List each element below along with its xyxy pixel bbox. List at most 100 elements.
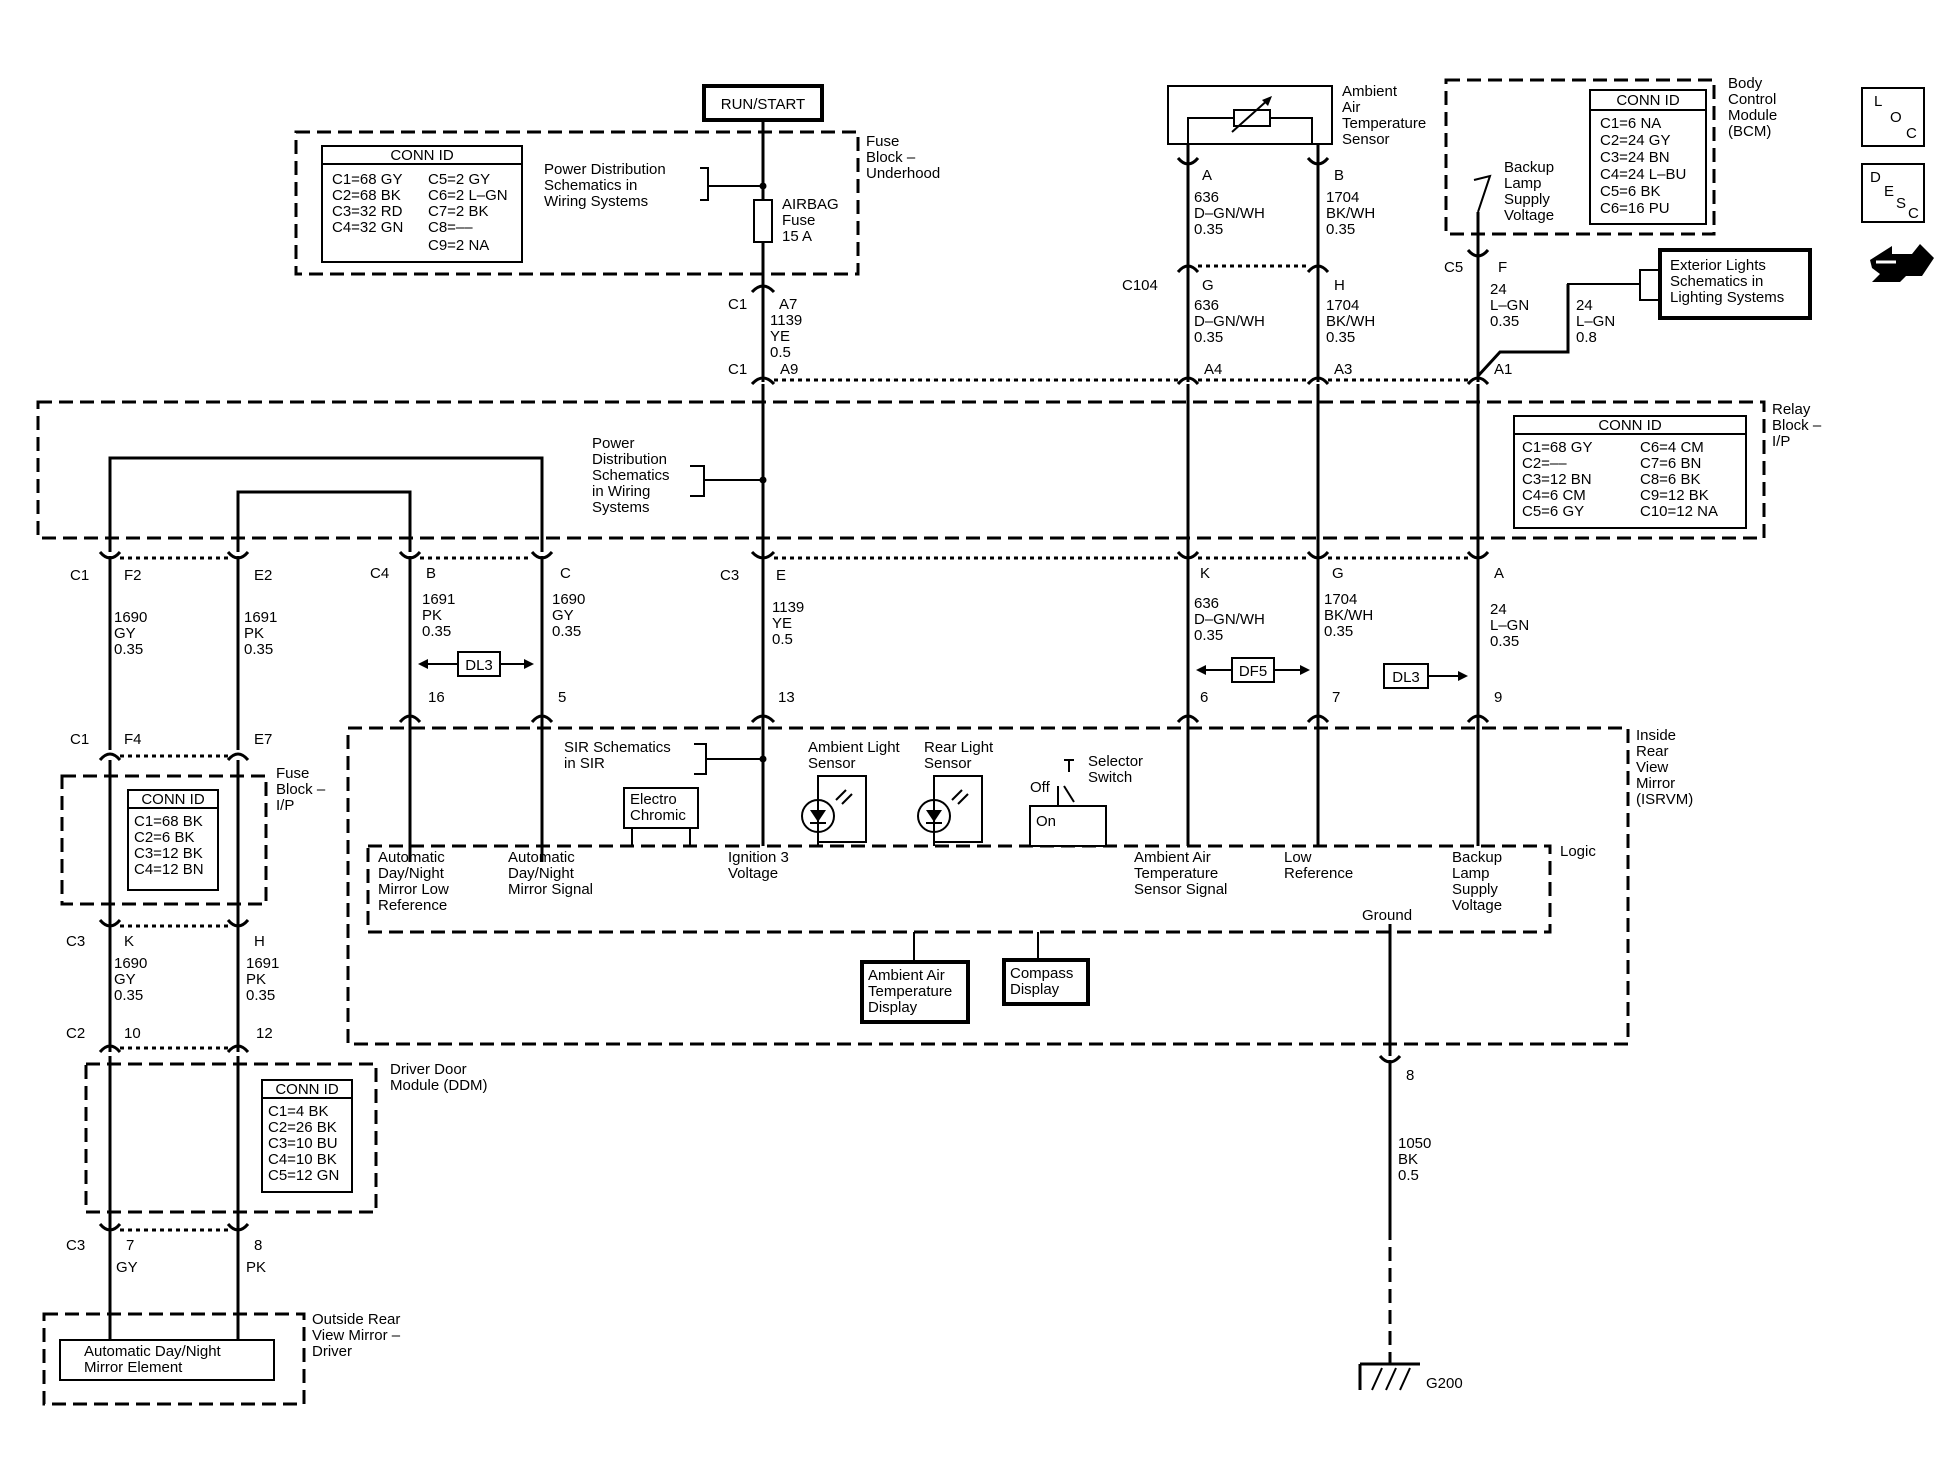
pin-label: C3	[66, 1237, 85, 1254]
conn-id-table-underhood	[321, 145, 523, 263]
fuse-underhood-title-1: Fuse	[866, 133, 899, 150]
wire-label: D–GN/WH	[1194, 205, 1265, 222]
pin-label: C3	[720, 567, 739, 584]
conn-entry: C9=12 BK	[1640, 487, 1709, 504]
pin-label: 10	[124, 1025, 141, 1042]
wire-label: 1704	[1326, 189, 1359, 206]
pin-label: C1	[70, 731, 89, 748]
pin-label: 8	[1406, 1067, 1414, 1084]
conn-entry: C7=6 BN	[1640, 455, 1701, 472]
relay-title: Relay	[1772, 401, 1811, 418]
wire-label: GY	[116, 1259, 138, 1276]
desc-letter: E	[1884, 183, 1894, 200]
bcm-title: (BCM)	[1728, 123, 1771, 140]
loc-icon[interactable]	[1861, 87, 1925, 147]
isrvm-title: View	[1636, 759, 1668, 776]
logic-signal-label: Reference	[1284, 865, 1353, 882]
conn-id-header: CONN ID	[1598, 417, 1662, 434]
desc-icon[interactable]	[1861, 163, 1925, 223]
logic-signal-label: Low	[1284, 849, 1312, 866]
selector-label: Switch	[1088, 769, 1132, 786]
wire-label: GY	[552, 607, 574, 624]
exterior-lights-box	[1658, 248, 1812, 320]
backup-label: Voltage	[1504, 207, 1554, 224]
wire-label: 1050	[1398, 1135, 1431, 1152]
pin-label: E	[776, 567, 786, 584]
ground-g200-label: G200	[1426, 1375, 1463, 1392]
logic-signal-label: Voltage	[728, 865, 778, 882]
conn-entry: C10=12 NA	[1640, 503, 1718, 520]
pin-label: F4	[124, 731, 142, 748]
conn-entry: C5=2 GY	[428, 171, 490, 188]
logic-signal-label: Day/Night	[378, 865, 445, 882]
rear-light-label: Sensor	[924, 755, 972, 772]
off-label: Off	[1030, 779, 1051, 796]
fuse-block-ip	[60, 774, 268, 906]
conn-entry: C1=68 GY	[332, 171, 402, 188]
conn-entry: C4=10 BK	[268, 1151, 337, 1168]
logic-label: Logic	[1560, 843, 1596, 860]
pin-label: 7	[1332, 689, 1340, 706]
conn-id-header: CONN ID	[390, 147, 454, 164]
display-label: Compass	[1010, 965, 1073, 982]
connector-icon[interactable]	[1870, 244, 1934, 282]
wire-label: 636	[1194, 595, 1219, 612]
fuse-label: Fuse	[782, 212, 815, 229]
relay-block-ip	[36, 400, 1766, 540]
wire-label: PK	[246, 971, 266, 988]
pin-label: 8	[254, 1237, 262, 1254]
bcm-title: Body	[1728, 75, 1763, 92]
wire-label: 1704	[1326, 297, 1359, 314]
wire-label: 0.35	[1326, 221, 1355, 238]
dl3-arrow: DL3	[418, 651, 534, 677]
ambient-light-label: Ambient Light	[808, 739, 901, 756]
conn-entry: C5=6 GY	[1522, 503, 1584, 520]
wire-label: 0.35	[1490, 633, 1519, 650]
logic-signal-label: Lamp	[1452, 865, 1490, 882]
relay-note: Systems	[592, 499, 650, 516]
ambient-air-temp-display	[860, 960, 970, 1024]
conn-entry: C8=––	[428, 219, 473, 236]
conn-id-header: CONN ID	[1616, 92, 1680, 109]
conn-entry: C5=12 GN	[268, 1167, 339, 1184]
pin-label: C1	[728, 361, 747, 378]
conn-entry: C3=12 BK	[134, 845, 203, 862]
wire-label: L–GN	[1576, 313, 1615, 330]
pin-label: E7	[254, 731, 272, 748]
sir-note: SIR Schematics	[564, 739, 671, 756]
dl3-label: DL3	[465, 657, 493, 674]
logic-signal-label: Temperature	[1134, 865, 1218, 882]
desc-letter: S	[1896, 195, 1906, 212]
power-distribution-note: Wiring Systems	[544, 193, 648, 210]
pin-label: B	[1334, 167, 1344, 184]
relay-title: I/P	[1772, 433, 1790, 450]
on-label: On	[1036, 813, 1056, 830]
pin-label: F	[1498, 259, 1507, 276]
pin-label: A	[1202, 167, 1212, 184]
wire-label: 636	[1194, 189, 1219, 206]
power-distribution-note: Schematics in	[544, 177, 637, 194]
pin-label: 9	[1494, 689, 1502, 706]
relay-note: Power	[592, 435, 635, 452]
conn-entry: C1=68 GY	[1522, 439, 1592, 456]
fuse-block-underhood	[294, 130, 860, 276]
wire-label: 1691	[244, 609, 277, 626]
wire-label: 0.35	[244, 641, 273, 658]
pin-label: H	[254, 933, 265, 950]
backup-label: Supply	[1504, 191, 1550, 208]
wire-label: 0.35	[1490, 313, 1519, 330]
compass-display	[1002, 958, 1090, 1006]
conn-entry: C4=6 CM	[1522, 487, 1586, 504]
pin-label: 13	[778, 689, 795, 706]
logic-signal-label: Mirror Low	[378, 881, 449, 898]
dl3-label: DL3	[1392, 669, 1420, 686]
ext-lights-label: Exterior Lights	[1670, 257, 1766, 274]
relay-note: Schematics	[592, 467, 670, 484]
sensor-title: Temperature	[1342, 115, 1426, 132]
wire-label: 24	[1490, 281, 1507, 298]
wire-label: BK/WH	[1326, 205, 1375, 222]
pin-label: E2	[254, 567, 272, 584]
wire-label: 0.35	[114, 641, 143, 658]
conn-entry: C1=68 BK	[134, 813, 203, 830]
